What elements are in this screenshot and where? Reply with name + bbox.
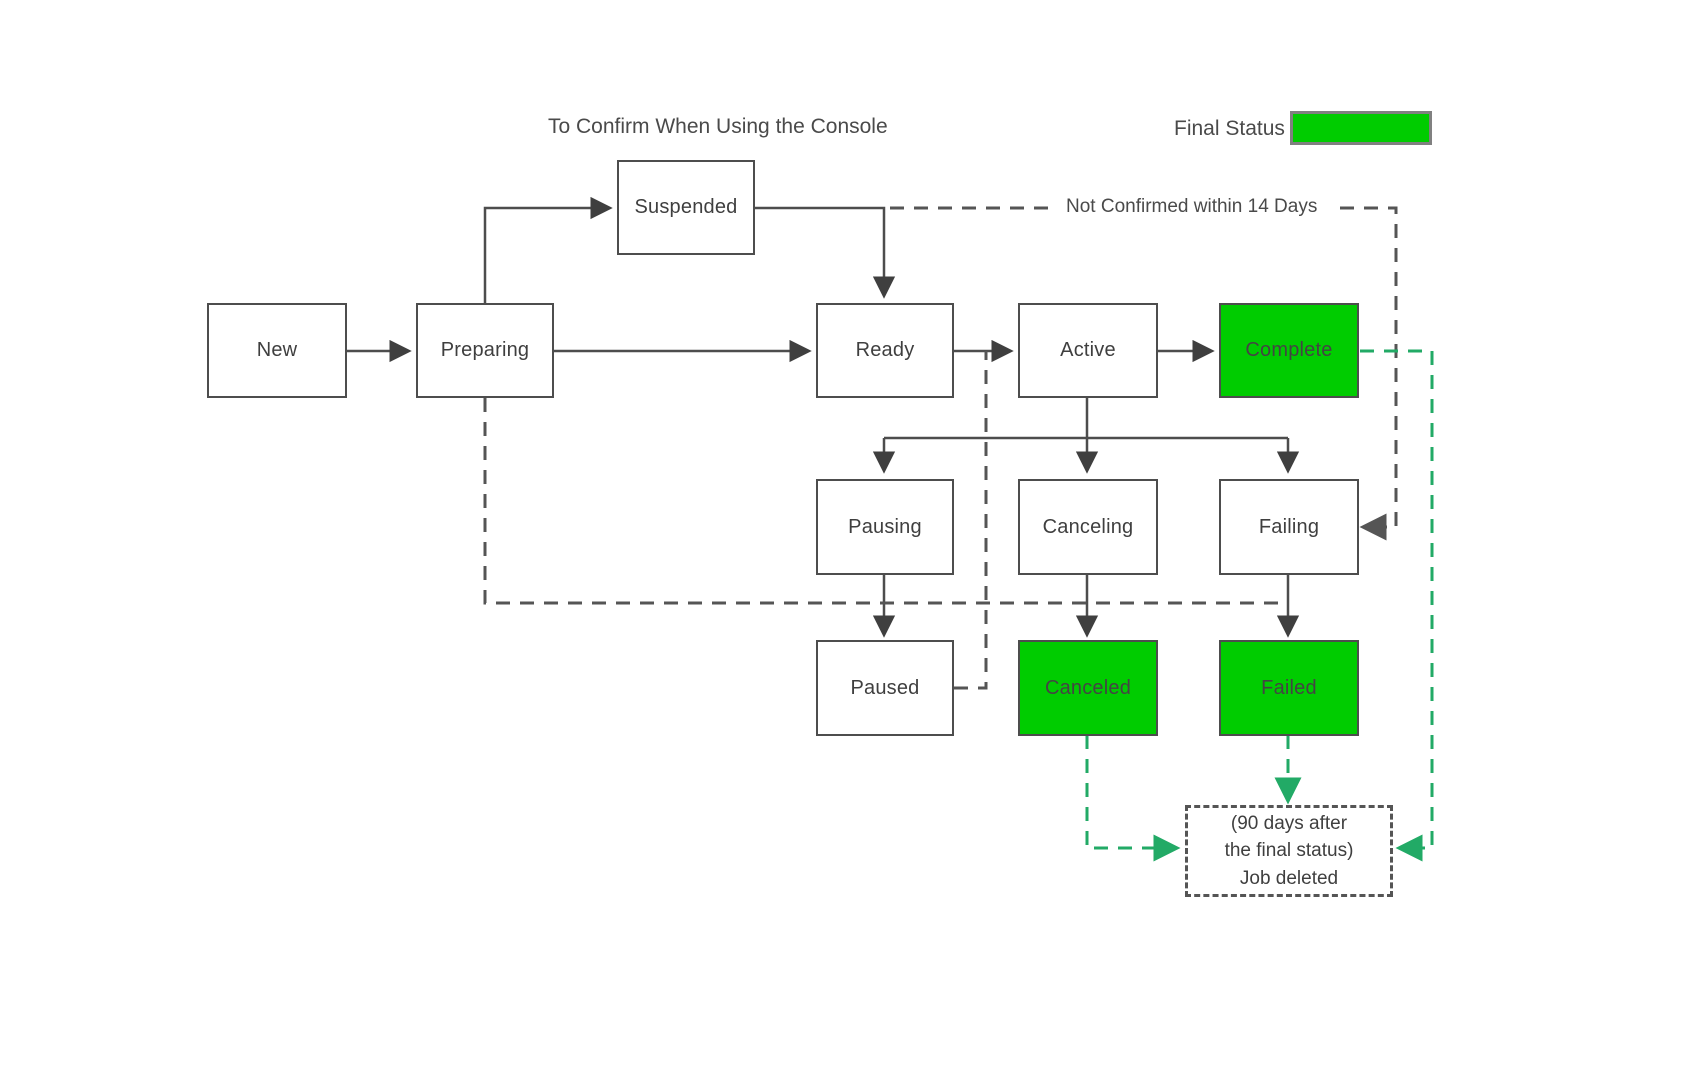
- note-line-2: the final status): [1224, 840, 1354, 862]
- state-node-failed[interactable]: Failed: [1219, 640, 1359, 736]
- state-node-suspended[interactable]: Suspended: [617, 160, 755, 255]
- state-node-active[interactable]: Active: [1018, 303, 1158, 398]
- legend-label: Final Status: [1174, 117, 1285, 140]
- legend-final-status-swatch: [1290, 111, 1432, 145]
- state-node-canceling[interactable]: Canceling: [1018, 479, 1158, 575]
- state-node-ready[interactable]: Ready: [816, 303, 954, 398]
- state-node-complete[interactable]: Complete: [1219, 303, 1359, 398]
- state-node-canceled[interactable]: Canceled: [1018, 640, 1158, 736]
- note-line-1: (90 days after: [1230, 812, 1348, 834]
- console-confirm-label: To Confirm When Using the Console: [548, 115, 888, 138]
- state-node-pausing[interactable]: Pausing: [816, 479, 954, 575]
- state-node-preparing[interactable]: Preparing: [416, 303, 554, 398]
- state-node-new[interactable]: New: [207, 303, 347, 398]
- edge-label-not-confirmed: Not Confirmed within 14 Days: [1060, 196, 1324, 218]
- state-node-failing[interactable]: Failing: [1219, 479, 1359, 575]
- note-line-3: Job deleted: [1239, 867, 1339, 889]
- state-node-paused[interactable]: Paused: [816, 640, 954, 736]
- job-deleted-note: (90 days after the final status) Job del…: [1185, 805, 1393, 897]
